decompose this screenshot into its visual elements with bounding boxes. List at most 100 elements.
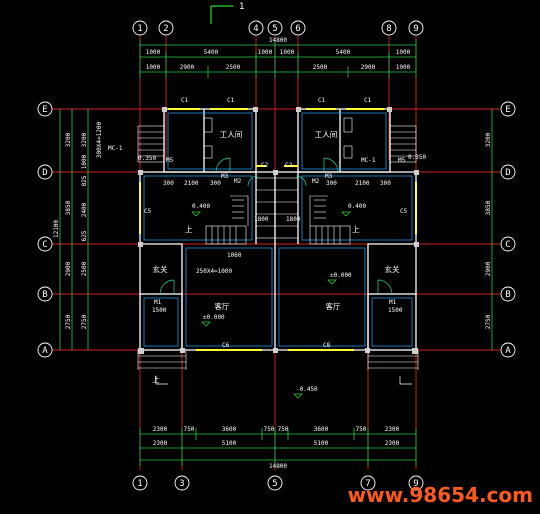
dim-top1-3: 1000 — [280, 49, 295, 56]
dimension-text-left: 12100 3200 3850 2900 2750 3200 1000 825 … — [53, 122, 103, 330]
label-m5a: M5 — [166, 157, 174, 164]
level-l1: 0.400 — [192, 203, 210, 210]
axis-top-9: 9 — [413, 24, 418, 34]
dim-left1-1: 3850 — [65, 200, 72, 215]
label-m2b: M2 — [312, 178, 320, 185]
dim-top1-5: 1000 — [396, 49, 411, 56]
dim-top1-4: 5400 — [336, 49, 351, 56]
dim-bot1-3: 750 — [264, 426, 275, 433]
room-foyer-left: 玄关 — [153, 264, 168, 274]
label-c5a: C5 — [144, 208, 152, 215]
watermark: www.98654.com — [348, 483, 533, 507]
note-left: 250X4=1000 — [196, 268, 233, 275]
room-living-left: 客厅 — [215, 301, 230, 311]
grid-lines — [52, 36, 500, 470]
dim-left-total: 12100 — [53, 220, 60, 238]
label-c5b: C5 — [400, 208, 408, 215]
dim-bot2-1: 5100 — [222, 440, 237, 447]
axis-labels: 1 2 4 5 6 8 9 1 3 5 7 9 E D C B A E D C … — [42, 24, 511, 489]
axis-right-a: A — [505, 346, 511, 356]
label-c1b: C1 — [227, 97, 235, 104]
axis-left-d: D — [42, 168, 47, 178]
label-c2a: C2 — [261, 162, 269, 169]
axis-right-b: B — [505, 290, 510, 300]
dim-right-1: 3850 — [485, 200, 492, 215]
label-d1800b: 1800 — [286, 216, 301, 223]
dim-top2-4: 2900 — [361, 64, 376, 71]
axis-right-d: D — [505, 168, 510, 178]
doors — [159, 157, 393, 295]
dim-right-2: 2900 — [485, 261, 492, 276]
title-marker-label: 1 — [239, 2, 244, 12]
dim-top1-1: 5400 — [204, 49, 219, 56]
level-l7: 0.350 — [408, 154, 426, 161]
label-d2100a: 2100 — [184, 180, 199, 187]
label-up3: 上 — [152, 375, 160, 384]
title-marker: 1 — [210, 2, 244, 24]
dim-top1-0: 1000 — [146, 49, 161, 56]
axis-top-5: 5 — [272, 24, 277, 34]
label-m1b: M1 — [389, 299, 397, 306]
label-c1a: C1 — [181, 97, 189, 104]
inner-wall-lines — [143, 112, 413, 347]
label-up1: 上 — [185, 225, 193, 234]
dim-top2-3: 2500 — [313, 64, 328, 71]
axis-bubbles — [37, 20, 516, 491]
dim-left2-4: 625 — [81, 230, 88, 241]
axis-right-e: E — [505, 105, 510, 115]
dim-left2-0: 3200 — [81, 132, 88, 147]
dim-left1-0: 3200 — [65, 132, 72, 147]
walls — [139, 108, 417, 351]
level-l6: 0.350 — [138, 155, 156, 162]
room-utility-left: 工人间 — [220, 130, 243, 139]
label-mc1a: MC-1 — [108, 145, 123, 152]
dim-left2-2: 825 — [81, 175, 88, 186]
dim-left2-1: 1000 — [81, 154, 88, 169]
dim-bot2-2: 5100 — [314, 440, 329, 447]
dim-top1-2: 1000 — [258, 49, 273, 56]
windows — [139, 108, 417, 351]
label-mc1b: MC-1 — [361, 157, 376, 164]
dim-top-total: 14800 — [269, 37, 287, 44]
label-w1500a: 1500 — [152, 307, 167, 314]
label-c1c: C1 — [318, 97, 326, 104]
level-l5: -0.450 — [296, 386, 318, 393]
axis-bottom-1: 1 — [137, 479, 142, 489]
axis-top-4: 4 — [253, 24, 258, 34]
axis-top-2: 2 — [163, 24, 168, 34]
dim-right-3: 2750 — [485, 314, 492, 329]
dim-bot1-4: 750 — [278, 426, 289, 433]
dim-top2-2: 2500 — [226, 64, 241, 71]
label-d2100b: 2100 — [355, 180, 370, 187]
axis-left-a: A — [42, 346, 48, 356]
label-c6: C6 — [222, 342, 230, 349]
dim-bot1-1: 750 — [184, 426, 195, 433]
room-living-right: 客厅 — [326, 301, 341, 311]
fixtures — [203, 117, 353, 159]
axis-right-c: C — [505, 240, 510, 250]
axis-top-6: 6 — [295, 24, 300, 34]
label-m1a: M1 — [154, 299, 162, 306]
room-utility-right: 工人间 — [315, 130, 338, 139]
room-labels: 工人间 工人间 玄关 玄关 客厅 客厅 — [153, 130, 400, 311]
columns — [138, 107, 419, 354]
dim-left1-2: 2900 — [65, 261, 72, 276]
label-d1060: 1060 — [227, 252, 242, 259]
axis-left-c: C — [42, 240, 47, 250]
axis-top-1: 1 — [137, 24, 142, 34]
dim-left2-6: 2750 — [81, 314, 88, 329]
dim-bot1-0: 2300 — [153, 426, 168, 433]
label-m5b: M5 — [398, 157, 406, 164]
label-c2b: C2 — [285, 162, 293, 169]
axis-bottom-7: 7 — [365, 479, 370, 489]
level-l2: 0.400 — [348, 203, 366, 210]
label-d300d: 300 — [380, 180, 391, 187]
dim-bottom-total: 14800 — [269, 463, 287, 470]
dimension-lines — [59, 40, 493, 466]
dim-bot2-3: 2300 — [385, 440, 400, 447]
dim-left2-5: 2500 — [81, 261, 88, 276]
note-vert: 300X4=1200 — [96, 122, 103, 159]
axis-left-e: E — [42, 105, 47, 115]
dimension-text-bottom: 2300 750 3600 750 750 3600 750 2300 2300… — [153, 426, 400, 470]
level-l4: ±0.000 — [330, 272, 352, 279]
